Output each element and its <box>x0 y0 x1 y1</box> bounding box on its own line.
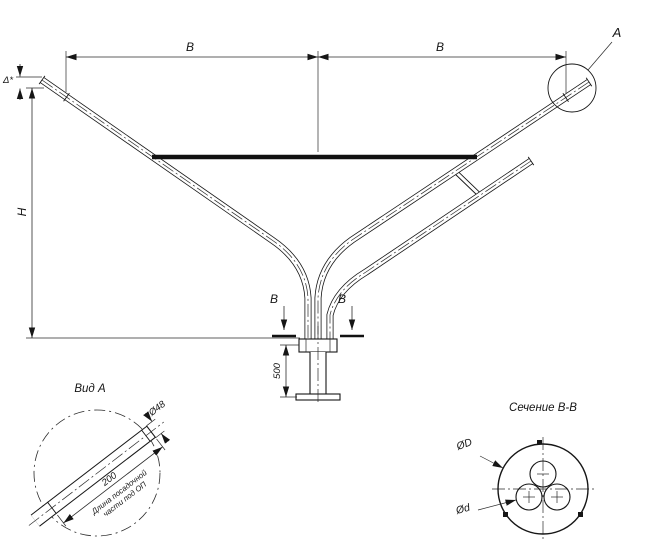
bracket-arms <box>38 75 593 340</box>
tube-section-right <box>543 483 571 511</box>
view-a-title: Вид А <box>74 383 106 395</box>
detail-a-callout: А <box>547 25 622 113</box>
dia-48-label: Ø48 <box>146 398 168 419</box>
leader-line-outer-dia <box>479 455 504 469</box>
section-letter-right: В <box>338 292 346 306</box>
extension-line <box>155 430 165 439</box>
arm-strut <box>452 169 482 197</box>
right-tip-cap <box>585 77 593 87</box>
tube-section-top <box>529 460 557 488</box>
dimension-line-200 <box>63 446 163 524</box>
extension-line <box>146 418 156 427</box>
right-tip-seat-mark <box>562 93 569 102</box>
strut-edge <box>455 169 482 195</box>
left-arm-body <box>40 77 311 340</box>
tube-section-left <box>515 483 543 511</box>
weld-tab <box>503 512 508 517</box>
strut-edge <box>452 171 479 197</box>
section-cut-markers: В В <box>270 292 364 338</box>
leader-line-inner-dia <box>477 499 517 511</box>
section-letter-left: В <box>270 292 278 306</box>
delta-dimension: Δ* <box>2 64 42 100</box>
leader-line <box>587 41 613 71</box>
left-arm-centerline <box>41 79 309 340</box>
weld-tab <box>537 440 542 444</box>
dim-b-right-label: В <box>436 40 444 54</box>
dia-d-inner-label: Ød <box>454 501 473 517</box>
middle-tip-cap <box>527 156 535 166</box>
left-arm-outline <box>40 77 312 340</box>
detail-ref-label: А <box>612 25 622 40</box>
weld-tab <box>578 512 583 517</box>
top-dimension: В В <box>65 40 567 152</box>
right-arm-centerline <box>317 81 590 340</box>
dia-48-arrow <box>143 411 153 422</box>
left-tip-seat-mark <box>63 92 70 102</box>
section-bb-view: Сечение В-В ØD Ød <box>454 402 596 541</box>
height-dimension: Н <box>15 87 300 339</box>
extension-line <box>57 514 67 527</box>
pole-base <box>295 326 341 404</box>
left-tip-cap <box>38 75 46 85</box>
dia-d-outer-label: ØD <box>454 436 474 453</box>
outer-shell-circle <box>497 443 589 535</box>
dim-b-left-label: В <box>186 40 194 54</box>
dia-48-arrow <box>160 433 171 444</box>
dim-h-label: Н <box>15 207 29 216</box>
middle-arm-centerline <box>329 160 532 340</box>
view-a: Вид А 200 Длина посадочной части под ОП … <box>28 383 171 537</box>
section-bb-title: Сечение В-В <box>509 402 577 414</box>
dim-delta-label: Δ* <box>2 75 13 86</box>
detail-circle <box>547 63 597 113</box>
dim-500: 500 <box>272 344 299 398</box>
extension-line <box>156 438 166 451</box>
dim-500-label: 500 <box>272 362 283 379</box>
